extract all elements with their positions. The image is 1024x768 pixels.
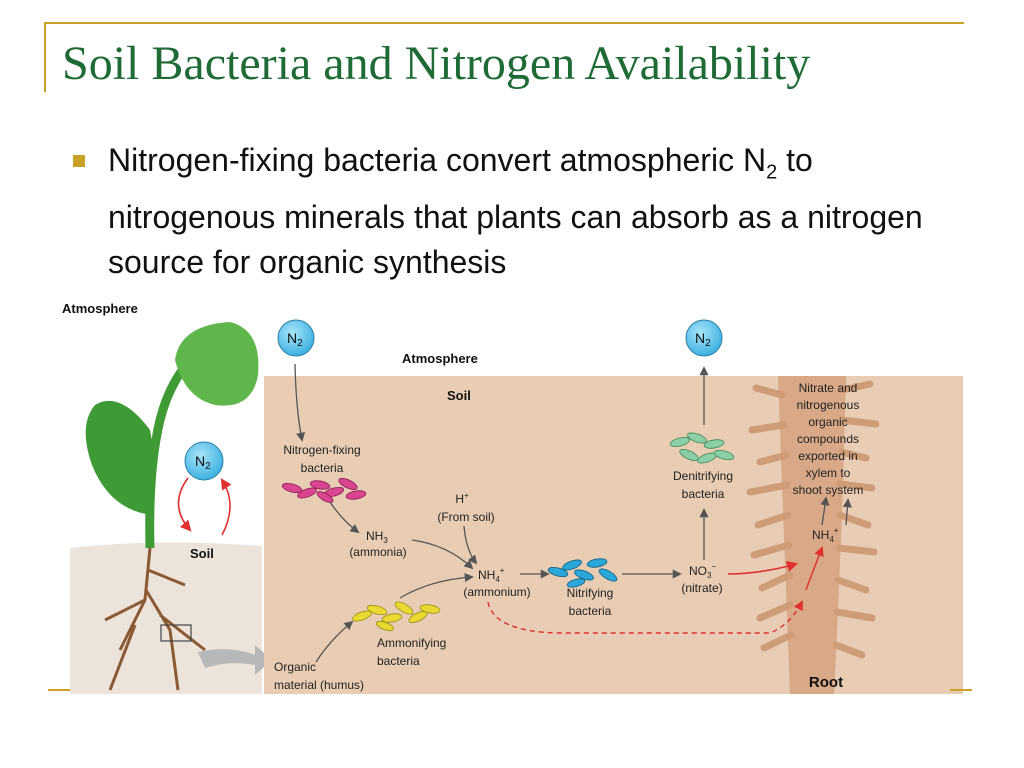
h-plus-name: (From soil)	[437, 510, 494, 524]
ammonifying-bacteria-cluster	[352, 601, 441, 631]
ammonifying-bacteria-label-line-2: bacteria	[377, 654, 420, 668]
bullet-text-part-1: Nitrogen-fixing bacteria convert atmosph…	[108, 142, 767, 178]
arrow-hplus-to-nh4	[463, 525, 478, 565]
nh3-name: (ammonia)	[349, 545, 406, 559]
svg-text:N2: N2	[287, 330, 303, 349]
nitrate-export-line-3: organic	[808, 415, 847, 429]
right-n2-left-main: N	[287, 330, 297, 346]
footer-right-rule	[950, 689, 972, 691]
footer-left-rule	[48, 689, 70, 691]
no3-formula: NO3−	[689, 562, 716, 580]
fixing-bacteria-label-line-2: bacteria	[301, 461, 344, 475]
denitrifying-bacteria-label-line-1: Denitrifying	[673, 469, 733, 483]
h-plus-formula: H+	[455, 491, 469, 506]
nh3-formula: NH3	[366, 529, 388, 545]
nitrifying-bacteria-label-line-1: Nitrifying	[567, 586, 614, 600]
h-plus-main: H	[455, 492, 464, 506]
nh4-formula: NH4+	[478, 566, 505, 584]
nitrate-export-label: Nitrate and nitrogenous organic compound…	[793, 381, 864, 497]
right-n2-bubble-right: N2	[685, 319, 723, 357]
left-n2-bubble: N2	[184, 441, 224, 481]
plant-roots	[104, 547, 206, 691]
no3-main: NO	[689, 564, 707, 578]
root-label: Root	[809, 674, 843, 691]
arrow-organic-to-ammonifying	[315, 620, 354, 663]
left-n2-main: N	[195, 453, 205, 469]
nitrifying-bacteria-label-line-2: bacteria	[569, 604, 612, 618]
arrow-root-xylem-up	[842, 498, 852, 526]
no3-sub: 3	[707, 571, 712, 580]
svg-text:N2: N2	[695, 330, 711, 349]
soil-panel	[264, 376, 963, 694]
nitrifying-bacteria-cluster	[547, 558, 618, 588]
bullet-text: Nitrogen-fixing bacteria convert atmosph…	[108, 138, 968, 285]
root-nh4-sup: +	[834, 526, 839, 535]
nitrate-export-line-4: compounds	[797, 432, 859, 446]
arrow-root-nh4-up	[820, 496, 830, 526]
frame-top-rule	[44, 22, 964, 24]
denitrifying-bacteria-label-line-2: bacteria	[682, 487, 725, 501]
frame-left-rule	[44, 22, 46, 92]
nh4-main: NH	[478, 568, 495, 582]
nitrate-export-line-5: exported in	[798, 449, 857, 463]
root-nh4-formula: NH4+	[812, 526, 839, 544]
nitrate-export-line-1: Nitrate and	[799, 381, 858, 395]
right-n2-right-sub: 2	[705, 338, 711, 349]
nitrate-export-line-6: xylem to	[806, 466, 851, 480]
root-illustration	[746, 376, 880, 694]
left-arrow-up	[220, 478, 232, 536]
left-atmosphere-label: Atmosphere	[62, 301, 138, 316]
organic-material-label-line-1: Organic	[274, 660, 316, 674]
right-atmosphere-label: Atmosphere	[402, 351, 478, 366]
bullet-text-part-2: to nitrogenous minerals that plants can …	[108, 142, 923, 281]
arrow-no3-to-root	[727, 561, 799, 575]
arrow-ammonifying-to-nh4	[399, 572, 474, 599]
no3-sup: −	[711, 562, 716, 571]
bullet-square-icon	[73, 155, 85, 167]
no3-name: (nitrate)	[681, 581, 722, 595]
nh3-sub: 3	[383, 536, 388, 545]
slide-title: Soil Bacteria and Nitrogen Availability	[62, 37, 811, 90]
plant-lower-leaf	[85, 400, 155, 515]
arrow-n2-to-fixing	[294, 363, 306, 442]
svg-text:N2: N2	[195, 453, 211, 472]
plant-upper-leaf	[175, 322, 259, 406]
right-soil-label: Soil	[447, 388, 471, 403]
nh3-main: NH	[366, 529, 383, 543]
plant-seedling-illustration	[70, 322, 272, 694]
fixing-bacteria-label-line-1: Nitrogen-fixing	[283, 443, 360, 457]
nitrate-export-line-7: shoot system	[793, 483, 864, 497]
arrow-fixing-to-nh3	[329, 501, 360, 534]
right-n2-right-main: N	[695, 330, 705, 346]
right-n2-left-sub: 2	[297, 338, 303, 349]
nitrogen-fixing-bacteria-cluster	[281, 478, 367, 503]
right-n2-bubble-left: N2	[277, 319, 315, 357]
arrow-nh4-to-root-dashed	[487, 600, 803, 634]
arrow-nh3-to-nh4	[411, 539, 474, 570]
nitrate-export-line-2: nitrogenous	[797, 398, 860, 412]
organic-material-label-line-2: material (humus)	[274, 678, 364, 692]
zoom-arrow	[198, 645, 272, 675]
bullet-text-subscript: 2	[766, 161, 778, 184]
nh4-name: (ammonium)	[463, 585, 530, 599]
root-zoom-box	[160, 624, 192, 642]
root-nh4-main: NH	[812, 528, 829, 542]
left-arrow-down	[177, 477, 192, 532]
root-body	[778, 376, 846, 694]
ammonifying-bacteria-label-line-1: Ammonifying	[377, 636, 446, 650]
left-n2-sub: 2	[205, 461, 211, 472]
arrow-root-inner-to-nh4	[805, 546, 824, 591]
h-plus-sup: +	[464, 491, 469, 500]
nh4-sup: +	[500, 566, 505, 575]
denitrifying-bacteria-cluster	[669, 432, 735, 464]
root-nh4-sub: 4	[829, 535, 834, 544]
left-soil-label: Soil	[190, 546, 214, 561]
nitrogen-cycle-diagram: Atmosphere N2 Soil N2 N2 Atmosphere Soil…	[62, 301, 963, 694]
nh4-sub: 4	[495, 575, 500, 584]
